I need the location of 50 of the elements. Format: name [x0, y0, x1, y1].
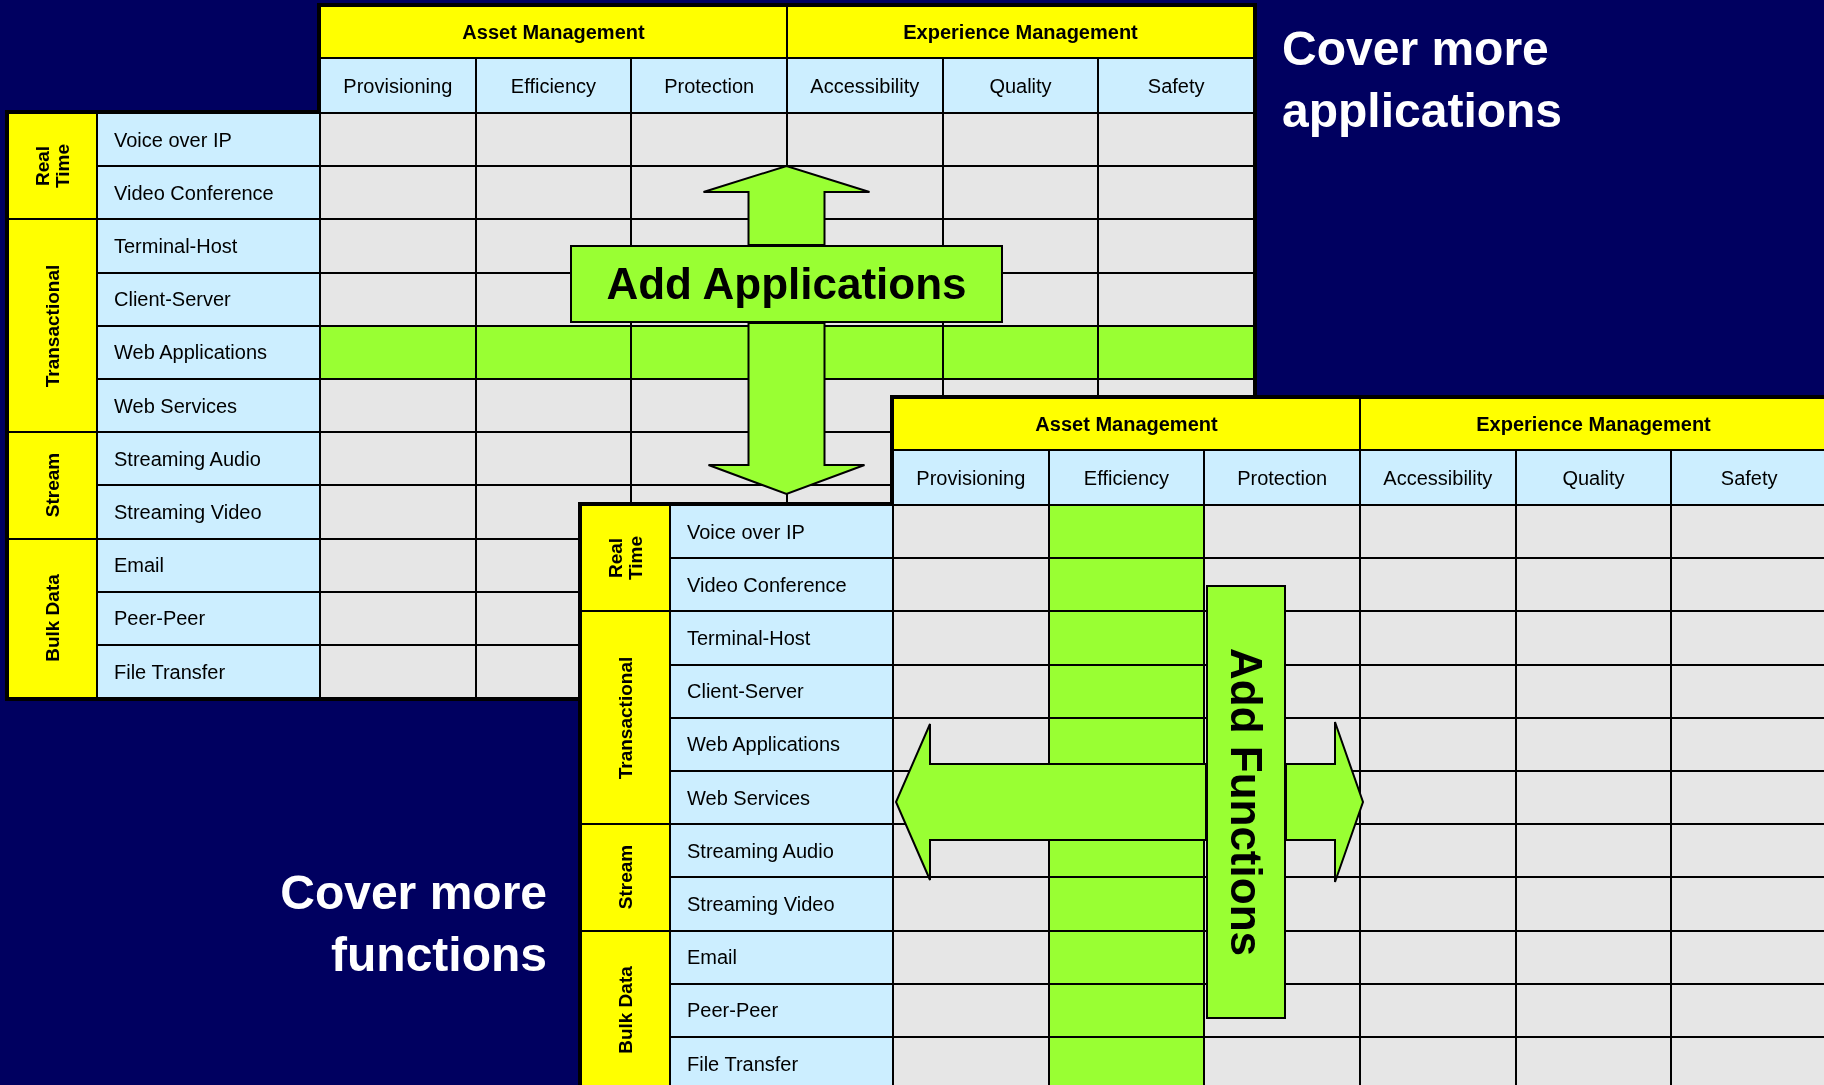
row-header: Web Services — [669, 770, 894, 826]
row-group-header: Bulk Data — [580, 929, 671, 1085]
row-header: Voice over IP — [669, 504, 894, 560]
column-header: Protection — [1203, 449, 1361, 506]
row-header: Web Applications — [669, 716, 894, 772]
row-header: Streaming Video — [96, 484, 321, 540]
row-group-header: Stream — [580, 823, 671, 932]
column-group-header: Experience Management — [1359, 397, 1824, 451]
column-group-header: Asset Management — [319, 5, 788, 59]
callout-box: Add Applications — [570, 245, 1003, 323]
row-header: File Transfer — [669, 1036, 894, 1085]
row-group-header: Bulk Data — [7, 537, 98, 700]
row-header: Client-Server — [96, 271, 321, 327]
column-group-header: Experience Management — [786, 5, 1255, 59]
row-header: Streaming Video — [669, 876, 894, 932]
row-group-header: Real Time — [580, 504, 671, 613]
row-group-header: Transactional — [7, 218, 98, 434]
row-group-header: Transactional — [580, 610, 671, 826]
column-header: Quality — [1514, 449, 1673, 506]
row-header: Voice over IP — [96, 112, 321, 168]
column-header: Accessibility — [1359, 449, 1517, 506]
row-group-header: Stream — [7, 431, 98, 540]
row-header: Client-Server — [669, 663, 894, 719]
column-header: Provisioning — [319, 57, 477, 114]
row-header: Streaming Audio — [669, 823, 894, 879]
heading-text: Cover more functions — [279, 865, 547, 983]
callout-box: Add Functions — [1206, 585, 1286, 1019]
row-header: Email — [96, 537, 321, 593]
column-group-header: Asset Management — [892, 397, 1361, 451]
column-header: Safety — [1097, 57, 1255, 114]
column-header: Efficiency — [474, 57, 633, 114]
column-header: Protection — [630, 57, 788, 114]
row-header: Web Applications — [96, 324, 321, 380]
row-header: Terminal-Host — [669, 610, 894, 666]
column-header: Safety — [1670, 449, 1824, 506]
row-header: Peer-Peer — [669, 982, 894, 1038]
row-header: File Transfer — [96, 644, 321, 700]
row-header: Video Conference — [96, 165, 321, 221]
column-header: Efficiency — [1047, 449, 1206, 506]
row-header: Email — [669, 929, 894, 985]
row-header: Terminal-Host — [96, 218, 321, 274]
column-header: Quality — [941, 57, 1100, 114]
column-header: Accessibility — [786, 57, 944, 114]
column-header: Provisioning — [892, 449, 1050, 506]
row-header: Peer-Peer — [96, 590, 321, 646]
row-header: Video Conference — [669, 557, 894, 613]
row-group-header: Real Time — [7, 112, 98, 221]
heading-text: Cover more applications — [1282, 21, 1564, 139]
row-header: Streaming Audio — [96, 431, 321, 487]
row-header: Web Services — [96, 378, 321, 434]
